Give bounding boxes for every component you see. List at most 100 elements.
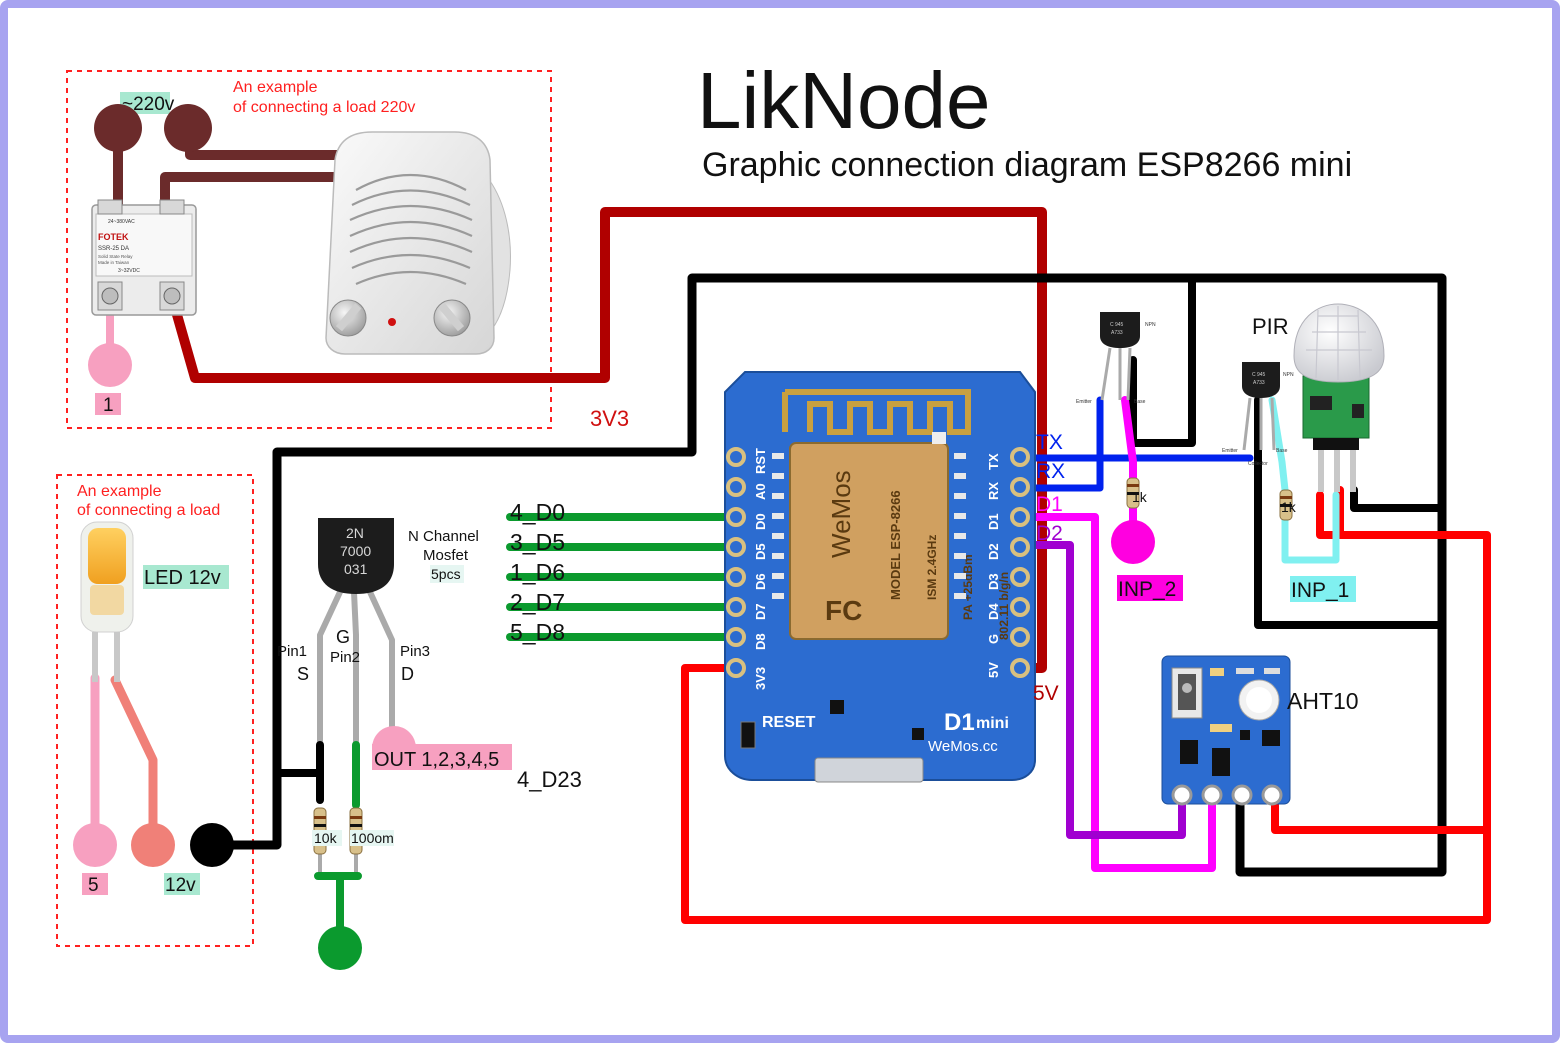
aht10-label: AHT10 [1287,688,1359,714]
input2-transistor-group: C 945 A733 NPN Emitter Base 1k INP_2 [1076,312,1183,601]
led-12v-image [80,521,134,682]
label-tx: TX [1036,431,1063,454]
inp2-label: INP_2 [1118,578,1176,601]
load-12v-group: An example of connecting a load LED 12v … [73,483,234,896]
board-pin-d5: D5 [753,543,768,560]
mosfet-s-label: S [297,664,309,684]
pin-label-d8: 5_D8 [510,619,565,645]
wire-power-red-aht [1271,791,1491,834]
mosfet-out-pin-label: 4_D23 [517,767,582,792]
board-pin-d1: D1 [986,513,1001,530]
wire-mosfet-d [367,589,395,743]
mosfet-body [318,518,394,594]
transistor-1-base: Base [1134,399,1146,405]
resistor-inp1-label: 1k [1281,499,1297,515]
pin-label-d7: 2_D7 [510,589,565,615]
chip-line-3: PA +25dBm [961,554,975,620]
transistor-1-mark-2: A733 [1111,330,1123,336]
relay-input-rating: 3~32VDC [118,268,140,274]
pir-group: PIR C 945 A733 NPN Emitter Collector Bas… [1222,303,1385,602]
board-pin-g: G [986,634,1001,644]
right-pin-labels: TX RX D1 D2 5V [1033,431,1065,705]
board-name-d1: D1 [944,709,975,736]
wire-gnd-pir-transistor [1254,396,1446,629]
relay-load-rating: 24~380VAC [108,219,135,225]
mosfet-pin1-label: Pin1 [277,643,307,660]
terminal-220-b [164,104,212,152]
mosfet-pin3-label: Pin3 [400,643,430,660]
transistor-2-mark-2: A733 [1253,380,1265,386]
wire-d2 [1014,541,1186,839]
mosfet-d-label: D [401,664,414,684]
transistor-2-npn: NPN [1283,372,1294,378]
wire-mosfet-green-gnd [314,872,362,939]
board-pin-rst: RST [753,448,768,474]
esp-module-shield [789,442,949,640]
header-left [726,447,746,678]
resistor-10k-label: 10k [314,830,338,846]
terminal-220-a [94,104,142,152]
pir-label: PIR [1252,314,1289,339]
label-rx: RX [1036,460,1065,483]
resistor-inp2-label: 1k [1132,489,1148,505]
mosfet-desc-3: 5pcs [431,566,461,582]
mosfet-g-label: G [336,627,350,647]
mosfet-pin2-label: Pin2 [330,649,360,666]
load-220-caption-2: of connecting a load 220v [233,99,415,116]
board-left-pin-labels: RST A0 D0 D5 D6 D7 D8 3V3 [753,448,768,690]
terminal-led-pin [73,823,117,867]
heater-indicator [388,318,396,326]
transistor-1-emitter: Emitter [1076,399,1092,405]
pir-sensor-image [1293,303,1385,492]
relay-model: SSR-25 DA [98,246,129,252]
mosfet-desc-2: Mosfet [423,547,469,564]
wires-d-pins [506,513,740,641]
board-name-mini: mini [976,715,1009,732]
wire-3v3 [165,207,1047,673]
wire-gnd-main [210,273,1447,877]
terminal-inp2 [1111,520,1155,564]
resistor-100-label: 100om [351,830,394,846]
fan-heater-image [325,131,511,355]
board-right-pin-labels: TX RX D1 D2 D3 D4 G 5V [986,453,1001,678]
page-subtitle: Graphic connection diagram ESP8266 mini [702,146,1352,184]
board-pin-5v: 5V [986,662,1001,678]
aht10-group: AHT10 [1161,655,1359,806]
label-d2: D2 [1036,522,1063,545]
resistor-inp1 [1279,489,1293,521]
terminal-12v-gnd [190,823,234,867]
pin-label-d6: 1_D6 [510,559,565,585]
relay-line-3: Made in Taiwan [98,260,130,265]
mosfet-marking-1: 2N [346,525,364,541]
usb-port [814,757,924,783]
page-title: LikNode [697,56,991,145]
wire-rx [1014,396,1104,492]
voltage-220-label: ~220v [122,94,175,115]
mosfet-marking-2: 7000 [340,543,371,559]
wire-inp2 [1121,396,1137,544]
board-pin-d8: D8 [753,633,768,650]
transistor-2-emitter: Emitter [1222,448,1238,454]
relay-brand: FOTEK [98,232,129,242]
transistor-2-collector: Collector [1248,461,1268,467]
voltage-12-label: 12v [165,875,196,896]
board-pin-d4: D4 [986,603,1001,620]
chip-fc-mark: FC [825,595,862,626]
wire-led-salmon [110,675,158,850]
wires [90,125,1491,939]
resistor-inp2 [1126,477,1140,509]
pin-label-d5: 3_D5 [510,529,565,555]
transistor-2-mark-1: C 945 [1252,372,1266,378]
label-5v: 5V [1033,682,1059,705]
mosfet-out-label: OUT 1,2,3,4,5 [374,749,499,771]
pin-label-d0: 4_D0 [510,499,565,525]
terminal-led-12v [131,823,175,867]
relay-line-2: Solid State Relay [98,254,133,259]
wire-gnd-transistor [1129,274,1196,447]
wire-gnd-pir [1350,486,1446,512]
wemos-d1-mini-board: WeMos MODEL ESP-8266 ISM 2.4GHz PA +25dB… [724,371,1036,783]
wire-load-220-c [160,172,340,213]
reset-button [740,721,756,749]
pin-labels-left: 4_D0 3_D5 1_D6 2_D7 5_D8 [510,499,565,645]
